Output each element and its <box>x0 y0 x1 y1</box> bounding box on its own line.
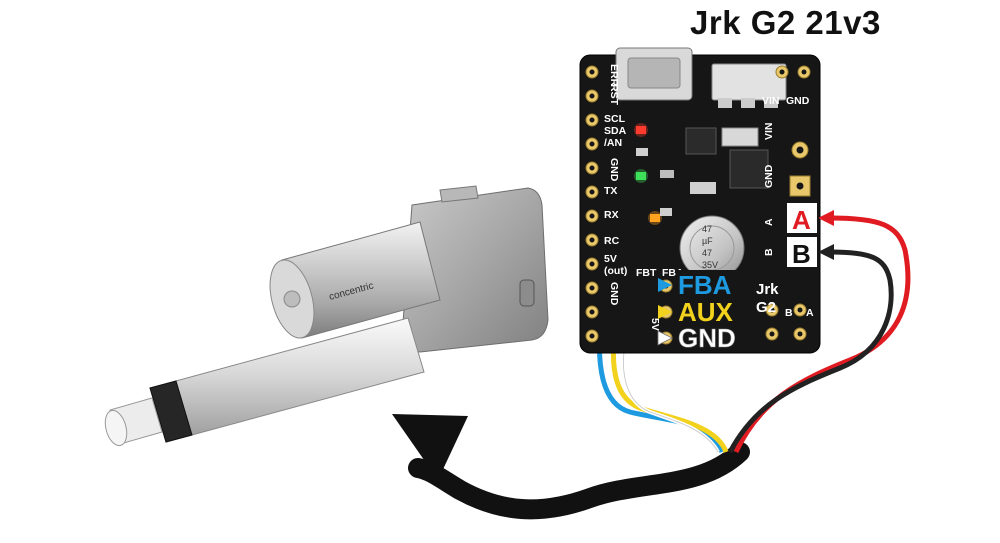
pin-label-5v-small: 5V <box>649 318 661 331</box>
connection-labels: FBA AUX GND A B <box>676 201 819 353</box>
pin-label-b: B <box>763 248 775 256</box>
diagram-title: Jrk G2 21v3 <box>690 4 881 41</box>
b-terminal-label: B <box>792 239 811 269</box>
wire-arrowheads <box>657 210 834 346</box>
pin-label-rst: RST <box>608 84 620 106</box>
pin-label-gnd-1: GND <box>608 158 620 182</box>
driver-chip <box>729 149 769 189</box>
pin-label-out: (out) <box>604 265 627 277</box>
pin-label-vin: VIN <box>763 122 775 140</box>
silk-g2: G2 <box>756 299 776 316</box>
wire-b <box>727 249 894 454</box>
silk-a-bottom: A <box>806 307 814 319</box>
linear-actuator: concentric <box>104 185 549 447</box>
pin-label-sda: SDA <box>604 125 627 137</box>
bundle-sheath <box>408 442 750 520</box>
wire-gnd <box>621 336 720 454</box>
cable-grommet <box>519 279 535 307</box>
pin-label-a: A <box>763 218 775 226</box>
pin-label-gnd-right: GND <box>763 164 775 188</box>
pin-label-5v: 5V <box>604 253 617 265</box>
tube-end-band <box>149 380 193 443</box>
aux-label: AUX <box>678 297 734 327</box>
pin-label-gnd-2: GND <box>608 282 620 306</box>
a-terminal-label: A <box>792 205 811 235</box>
mount-tab <box>439 185 479 203</box>
arrow-b <box>818 244 834 260</box>
fba-label-bg <box>676 270 746 298</box>
pin-label-vin-top: VIN <box>762 95 780 107</box>
pin-label-scl: SCL <box>604 113 626 125</box>
pin-label-rc: RC <box>604 235 620 247</box>
outer-tube <box>149 317 425 443</box>
right-pin-labels: VIN GND VIN GND A B <box>762 95 810 256</box>
arrow-fba <box>658 278 672 292</box>
arrow-a <box>818 210 834 226</box>
left-pin-labels: ERR RST SCL SDA /AN GND TX RX RC 5V (out… <box>604 64 627 306</box>
cable-bundle <box>392 414 750 520</box>
cap-text-3: 47 <box>702 248 712 258</box>
silk-b-bottom: B <box>785 307 793 319</box>
red-led <box>636 126 646 134</box>
arrow-aux <box>658 305 672 319</box>
jrk-board: 47 µF 47 35V <box>579 47 821 354</box>
bundle-arrowhead <box>392 414 468 480</box>
pin-label-rx: RX <box>604 209 619 221</box>
fba-label: FBA <box>678 270 732 300</box>
cap-text-4: 35V <box>702 260 718 270</box>
pin-label-fbt: FBT <box>636 267 657 279</box>
cap-text-1: 47 <box>702 224 712 234</box>
pin-label-an: /AN <box>604 137 622 149</box>
a-label-box <box>785 201 819 235</box>
pin-label-err: ERR <box>608 64 620 87</box>
pin-label-gnd-top: GND <box>786 95 810 107</box>
silk-jrk: Jrk <box>756 281 779 298</box>
green-led <box>636 172 646 180</box>
b-label-box <box>785 235 819 269</box>
pin-label-tx: TX <box>604 185 617 197</box>
yellow-led <box>650 214 660 222</box>
rod-end <box>104 409 128 447</box>
cap-text-2: µF <box>702 236 713 246</box>
left-pin-holes <box>585 65 599 343</box>
right-pin-holes <box>765 65 811 341</box>
gnd-label: GND <box>678 323 736 353</box>
arrow-gnd <box>657 330 673 346</box>
